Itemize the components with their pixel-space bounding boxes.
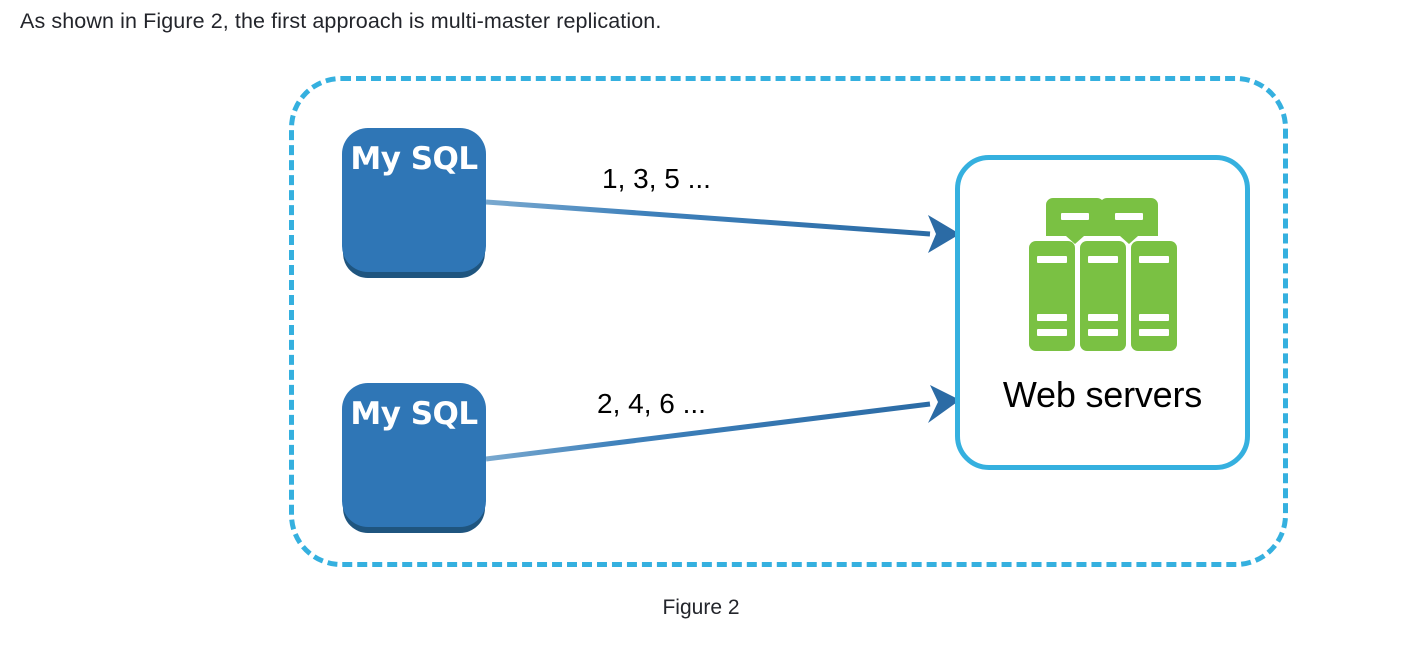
database-node-label: My SQL [350, 141, 478, 177]
database-node-label: My SQL [350, 396, 478, 432]
intro-sentence: As shown in Figure 2, the first approach… [20, 9, 662, 33]
web-servers-label: Web servers [1002, 374, 1203, 415]
figure-caption: Figure 2 [662, 596, 740, 619]
database-node-mysql-2[interactable]: My SQL [342, 383, 486, 527]
database-node-mysql-1[interactable]: My SQL [342, 128, 486, 272]
edge-label-even: 2, 4, 6 ... [597, 388, 706, 419]
multi-master-group-boundary [289, 76, 1288, 567]
edge-label-odd: 1, 3, 5 ... [602, 163, 711, 194]
web-servers-node[interactable]: Web servers [955, 155, 1250, 470]
server-rack-icon [1028, 198, 1177, 351]
